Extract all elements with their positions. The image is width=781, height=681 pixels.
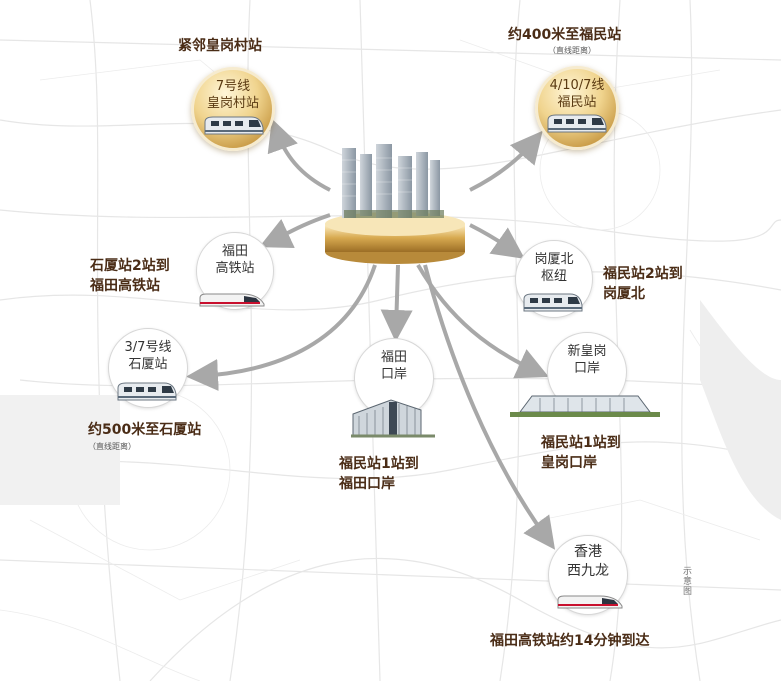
- caption-futian-port-2: 福田口岸: [339, 476, 395, 492]
- caption-xinhuanggang-2: 皇岗口岸: [541, 455, 597, 471]
- arrow-to-huanggangcun: [267, 118, 331, 192]
- metro-train-icon: [117, 382, 177, 401]
- caption-gangxiabei-1: 福民站2站到: [603, 266, 683, 282]
- note-shixia: （直线距离）: [88, 442, 136, 451]
- node-futian-hsr-line1: 福田: [221, 244, 248, 259]
- node-futian-port-line1: 福田: [380, 350, 407, 365]
- arrow-to-futian-port: [380, 264, 413, 342]
- metro-train-icon: [547, 114, 607, 133]
- node-huanggangcun: 7号线 皇岗村站: [191, 67, 275, 151]
- arrow-to-gangxiabei: [469, 223, 525, 259]
- port-building-icon: [510, 395, 660, 417]
- node-futian-port-line2: 口岸: [380, 367, 407, 382]
- node-huanggangcun-line2: 皇岗村站: [206, 96, 259, 111]
- metro-train-icon: [204, 116, 264, 135]
- caption-shixia: 约500米至石厦站: [88, 422, 202, 438]
- caption-futian-port-1: 福民站1站到: [339, 456, 419, 472]
- node-westkowloon-line1: 香港: [574, 544, 602, 560]
- node-shixia-line1: 3/7号线: [124, 340, 172, 355]
- node-futian-port: 福田 口岸: [354, 338, 434, 418]
- high-speed-train-icon: [199, 293, 265, 307]
- node-shixia-line2: 石厦站: [128, 357, 168, 372]
- node-fumin-line2: 福民站: [557, 95, 597, 110]
- caption-futian-hsr-2: 福田高铁站: [90, 278, 160, 294]
- project-podium: [325, 144, 465, 264]
- node-gangxiabei-line2: 枢纽: [540, 269, 567, 284]
- metro-train-icon: [523, 293, 583, 312]
- arrow-to-shixia: [186, 264, 377, 391]
- node-xinhuanggang-line2: 口岸: [573, 361, 600, 376]
- caption-gangxiabei-2: 岗厦北: [603, 286, 645, 302]
- caption-xinhuanggang-1: 福民站1站到: [541, 435, 621, 451]
- caption-futian-hsr-1: 石厦站2站到: [90, 258, 170, 274]
- schematic-note: 示意图: [681, 566, 691, 596]
- node-gangxiabei-line1: 岗厦北: [534, 252, 574, 267]
- arrow-to-futian-hsr: [259, 213, 331, 249]
- note-fumin: （直线距离）: [548, 46, 596, 55]
- high-speed-train-icon: [557, 595, 623, 609]
- arrow-to-westkowloon: [423, 264, 556, 550]
- node-huanggangcun-line1: 7号线: [215, 79, 251, 94]
- node-westkowloon-line2: 西九龙: [567, 563, 609, 579]
- caption-westkowloon: 福田高铁站约14分钟到达: [490, 633, 650, 649]
- node-xinhuanggang-line1: 新皇岗: [567, 344, 607, 359]
- port-building-icon: [351, 399, 435, 438]
- caption-fumin: 约400米至福民站: [508, 27, 622, 43]
- node-futian-hsr-line2: 高铁站: [215, 261, 255, 276]
- arrow-to-fumin: [469, 130, 543, 192]
- node-fumin-line1: 4/10/7线: [549, 78, 605, 93]
- caption-huanggangcun: 紧邻皇岗村站: [178, 38, 262, 54]
- node-fumin: 4/10/7线 福民站: [535, 66, 619, 150]
